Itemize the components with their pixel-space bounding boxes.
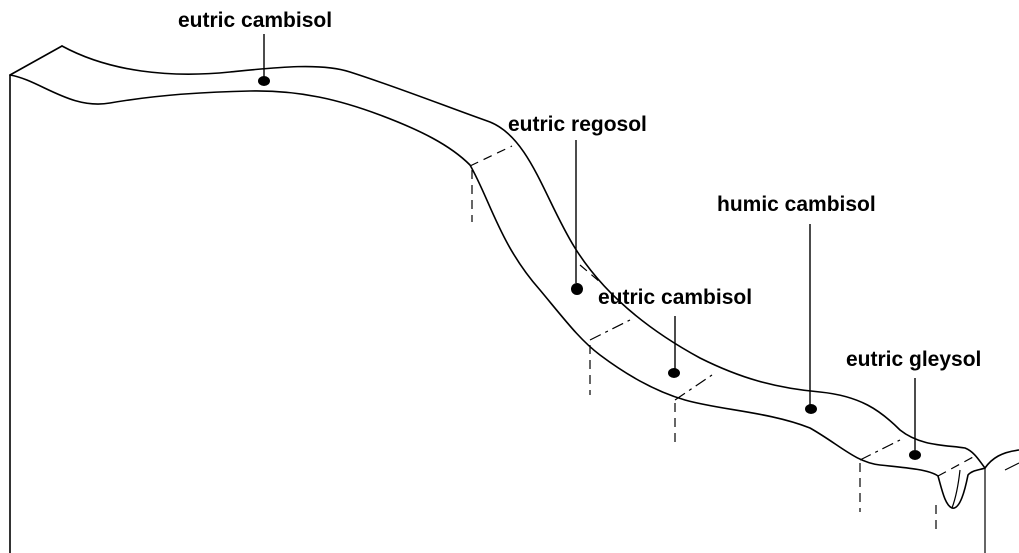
channel-notch [951, 469, 961, 509]
label-eutric-gleysol: eutric gleysol [846, 348, 981, 371]
label-humic-cambisol: humic cambisol [717, 193, 876, 216]
marker-eutric-gleysol [909, 450, 921, 460]
unit-boundaries [469, 145, 976, 530]
surface-back-edge [61, 45, 986, 469]
boundary-5-surface [937, 455, 976, 477]
marker-eutric-regosol [571, 283, 583, 295]
marker-humic-cambisol [805, 404, 817, 414]
block-top-left-corner [9, 45, 63, 76]
labels: eutric cambisol eutric regosol humic cam… [178, 9, 981, 371]
boundary-1-surface [469, 145, 513, 167]
label-eutric-cambisol-mid: eutric cambisol [598, 286, 752, 309]
boundary-3-surface [674, 374, 713, 401]
label-eutric-cambisol-top: eutric cambisol [178, 9, 332, 32]
channel-bank-face [984, 462, 1019, 553]
channel-bank [984, 449, 1019, 469]
marker-eutric-cambisol-mid [668, 368, 680, 378]
boundary-regosol-surface [579, 264, 601, 283]
boundary-2-surface [589, 319, 631, 341]
landscape-block [9, 45, 1019, 553]
profile-markers [258, 34, 921, 460]
marker-eutric-cambisol-top [258, 76, 270, 86]
boundary-4-surface [859, 439, 901, 461]
surface-front-edge [9, 74, 986, 509]
label-eutric-regosol: eutric regosol [508, 113, 647, 136]
